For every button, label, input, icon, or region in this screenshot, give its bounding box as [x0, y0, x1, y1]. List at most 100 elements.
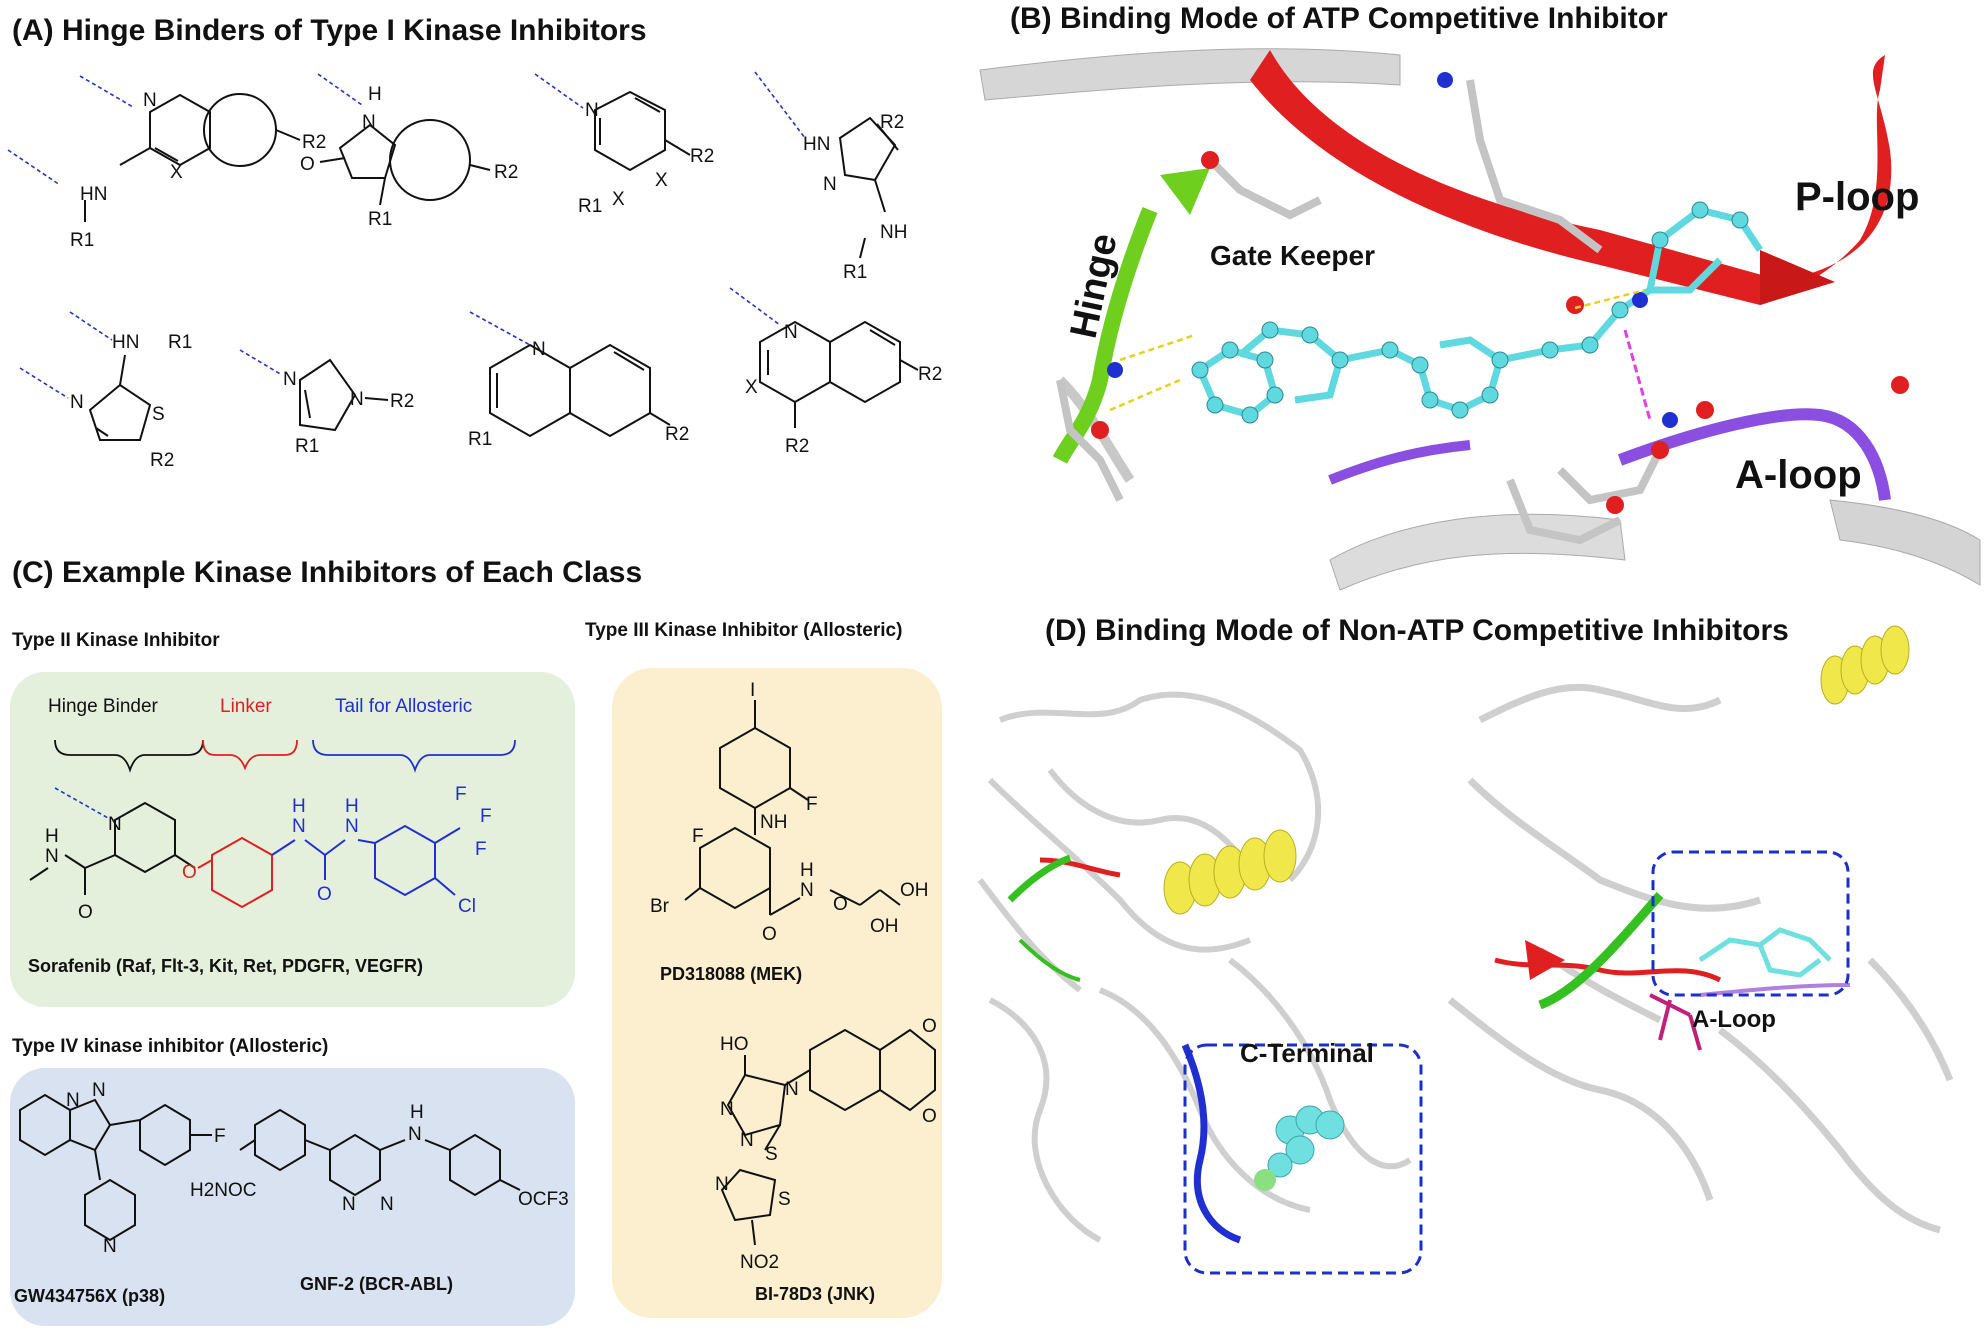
atom-label: HN — [803, 134, 830, 155]
bi78d3-structure — [720, 1028, 936, 1246]
a-loop-strand — [1328, 440, 1471, 485]
atom-label: O — [833, 894, 848, 915]
atom-label: O — [317, 884, 332, 905]
atom-label: R1 — [168, 332, 192, 353]
a-loop-strand — [1617, 408, 1891, 501]
atom-label: O — [78, 902, 93, 923]
hinge-right — [1538, 892, 1664, 1010]
atom-label: F — [480, 806, 492, 827]
atom-label: OH — [870, 916, 899, 937]
label-a-loop-d: A-Loop — [1692, 1006, 1776, 1033]
pd318088-structure — [684, 700, 901, 916]
atom-label: H — [800, 860, 814, 881]
atom-label: R2 — [785, 436, 809, 457]
atom-label: F — [806, 794, 818, 815]
panel-a: (A) Hinge Binders of Type I Kinase Inhib… — [7, 14, 942, 471]
mol-a1: N HN X R1 R2 — [7, 75, 326, 251]
atom-label: H2NOC — [190, 1180, 257, 1201]
c-terminal-ligand — [1267, 1105, 1345, 1178]
atom-label: N — [350, 389, 364, 410]
atom-label: HN — [80, 184, 107, 205]
sorafenib-structure — [29, 787, 461, 909]
atom-label: R2 — [690, 146, 714, 167]
atom-label: R1 — [368, 209, 392, 230]
atom-label: N — [108, 814, 122, 835]
atom-label: N — [715, 1174, 729, 1195]
atom-label: N — [532, 339, 546, 360]
atom-label: N — [784, 322, 798, 343]
p-loop-left — [1039, 857, 1121, 878]
atom-label: N — [283, 369, 297, 390]
atom-label: R2 — [880, 112, 904, 133]
atom-label: R1 — [295, 436, 319, 457]
label-linker: Linker — [220, 696, 272, 717]
type2-heading: Type II Kinase Inhibitor — [12, 630, 220, 651]
mol-a2: H N O R1 R2 — [300, 73, 518, 230]
mol-a6: N N R2 R1 — [239, 349, 414, 457]
phosphate — [1649, 993, 1702, 1051]
atom-label: N — [70, 392, 84, 413]
atom-label: N — [66, 1090, 80, 1111]
atom-label: N — [342, 1194, 356, 1215]
protein-left — [977, 691, 1412, 1243]
type2-braces — [54, 739, 516, 773]
atom-label: N — [720, 1099, 734, 1120]
mol-a3: N R1 X X R2 — [534, 73, 714, 217]
atom-label: H — [345, 796, 359, 817]
atom-label: X — [612, 189, 625, 210]
atom-label: N — [292, 816, 306, 837]
atom-label: N — [740, 1130, 754, 1151]
atom-label: R2 — [390, 391, 414, 412]
mol-a7: N R1 R2 — [468, 311, 689, 450]
label-a-loop: A-loop — [1735, 453, 1862, 497]
atom-label: N — [45, 846, 59, 867]
atom-label: NH — [760, 812, 787, 833]
atom-label: R1 — [578, 196, 602, 217]
a-loop-ligand — [1698, 927, 1832, 978]
atom-label: Br — [650, 896, 670, 917]
helix-left — [1163, 829, 1297, 915]
atom-label: N — [103, 1236, 117, 1257]
hinge-left — [1007, 854, 1072, 903]
panel-c-title: (C) Example Kinase Inhibitors of Each Cl… — [12, 556, 642, 589]
atom-label: F — [455, 784, 467, 805]
atom-label: R1 — [70, 230, 94, 251]
hydrogen-bonds — [1109, 288, 1646, 412]
atom-label: N — [800, 880, 814, 901]
atom-label: NO2 — [740, 1252, 779, 1273]
pd318088-caption: PD318088 (MEK) — [660, 964, 802, 984]
atom-label: OH — [900, 880, 929, 901]
p-loop-ribbon — [1250, 50, 1892, 305]
nitrogen-atoms — [1107, 72, 1678, 428]
atom-label: X — [745, 377, 758, 398]
atom-label: S — [765, 1144, 778, 1165]
atom-label: N — [362, 112, 376, 133]
atom-label: R2 — [665, 424, 689, 445]
oxygen-atoms — [1091, 151, 1909, 514]
hinge-left-2 — [1018, 938, 1081, 982]
atom-label: S — [778, 1189, 791, 1210]
atom-label: O — [182, 862, 197, 883]
atom-label: X — [170, 162, 183, 183]
atom-label: N — [785, 1079, 799, 1100]
atom-label: X — [655, 170, 668, 191]
bi78d3-caption: BI-78D3 (JNK) — [755, 1284, 875, 1304]
atom-label: O — [922, 1016, 937, 1037]
a-loop-right — [1699, 983, 1851, 997]
atom-label: NH — [880, 222, 907, 243]
atom-label: H — [410, 1102, 424, 1123]
c-terminal-box — [1183, 1043, 1423, 1275]
helix-right — [1820, 625, 1910, 705]
panel-d-title: (D) Binding Mode of Non-ATP Competitive … — [1045, 614, 1789, 647]
p-loop-right — [1494, 957, 1722, 983]
sorafenib-caption: Sorafenib (Raf, Flt-3, Kit, Ret, PDGFR, … — [28, 956, 423, 976]
atom-label: R2 — [302, 132, 326, 153]
mol-a4: HN N R2 NH R1 — [754, 71, 907, 283]
atom-label: S — [152, 404, 165, 425]
atom-label: R2 — [918, 364, 942, 385]
atom-label: R2 — [150, 450, 174, 471]
interaction-line — [1623, 329, 1652, 421]
mol-a8: N X R2 R2 — [729, 287, 942, 457]
atom-label: HO — [720, 1034, 749, 1055]
